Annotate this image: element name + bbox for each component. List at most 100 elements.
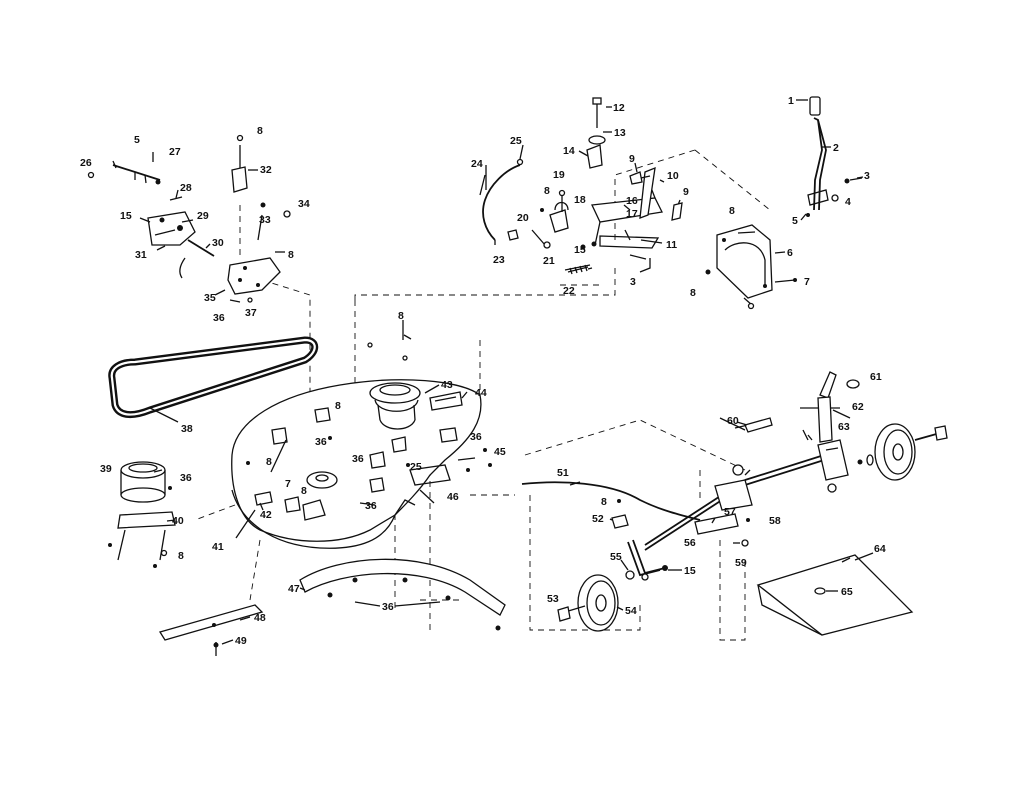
callout-26: 26 [80, 157, 92, 169]
cable-and-small-parts [479, 158, 586, 250]
callout-11: 11 [666, 239, 677, 251]
callout-8-deck-top: 8 [398, 310, 404, 322]
callout-63: 63 [838, 421, 850, 433]
callout-21: 21 [543, 255, 555, 267]
callout-55: 55 [610, 551, 622, 563]
callout-10: 10 [667, 170, 679, 182]
callout-8-mid: 8 [544, 185, 550, 197]
callout-25-deck: 25 [410, 461, 422, 473]
idler-bracket-assembly [87, 134, 291, 303]
callout-35: 35 [204, 292, 216, 304]
callout-64: 64 [874, 543, 886, 555]
height-adjust-assembly [521, 407, 841, 581]
callout-5-right: 5 [792, 215, 798, 227]
rear-plate-assembly [705, 224, 797, 310]
callout-12: 12 [613, 102, 625, 114]
callout-8-axle: 8 [601, 496, 607, 508]
callout-42: 42 [260, 509, 272, 521]
callout-44: 44 [475, 387, 487, 399]
height-lever-62 [817, 371, 860, 443]
callout-8-topleft: 8 [257, 125, 263, 137]
callout-4: 4 [845, 196, 851, 208]
callout-36-baffle: 36 [382, 601, 394, 613]
callout-8-deck-a: 8 [335, 400, 341, 412]
callout-8-deck-c: 8 [301, 485, 307, 497]
callout-60: 60 [727, 415, 739, 427]
callout-27: 27 [169, 146, 181, 158]
callout-labels: 1 2 3 4 5 6 7 8 8 12 13 14 9 10 9 25 24 … [80, 95, 886, 647]
callout-3-mid: 3 [630, 276, 636, 288]
drive-belt [108, 336, 319, 419]
callout-7: 7 [804, 276, 810, 288]
blade-pulley-assembly [108, 461, 176, 568]
blade-48 [158, 604, 264, 656]
callout-19: 19 [553, 169, 565, 181]
callout-61: 61 [870, 371, 882, 383]
callout-56: 56 [684, 537, 696, 549]
callout-47: 47 [288, 583, 300, 595]
callout-7-deck: 7 [285, 478, 291, 490]
callout-24: 24 [471, 158, 483, 170]
callout-43: 43 [441, 379, 453, 391]
callout-58: 58 [769, 515, 781, 527]
callout-59: 59 [735, 557, 747, 569]
callout-28: 28 [180, 182, 192, 194]
handle-assembly [806, 96, 863, 217]
callout-53: 53 [547, 593, 559, 605]
callout-36-c: 36 [352, 453, 364, 465]
callout-65: 65 [841, 586, 853, 598]
callout-49: 49 [235, 635, 247, 647]
callout-31: 31 [135, 249, 147, 261]
callout-5-left: 5 [134, 134, 140, 146]
callout-30: 30 [212, 237, 224, 249]
callout-29: 29 [197, 210, 209, 222]
callout-8-deck-b: 8 [266, 456, 272, 468]
callout-1-top: 1 [788, 95, 794, 107]
discharge-chute [756, 554, 914, 636]
callout-8-pulley: 8 [178, 550, 184, 562]
callout-34: 34 [298, 198, 310, 210]
callout-8-plate-top: 8 [729, 205, 735, 217]
callout-6: 6 [787, 247, 793, 259]
callout-14: 14 [563, 145, 575, 157]
callout-33: 33 [259, 214, 271, 226]
callout-39: 39 [100, 463, 112, 475]
callout-32: 32 [260, 164, 272, 176]
callout-36-pulley: 36 [180, 472, 192, 484]
callout-8-plate-bottom: 8 [690, 287, 696, 299]
callout-15-mid: 15 [574, 244, 586, 256]
callout-17: 17 [626, 208, 638, 220]
callout-23: 23 [493, 254, 505, 266]
callout-16: 16 [626, 195, 638, 207]
callout-38-belt: 38 [181, 423, 193, 435]
callout-46: 46 [447, 491, 459, 503]
front-wheel [557, 574, 619, 632]
callout-41: 41 [212, 541, 224, 553]
mower-deck [231, 320, 492, 549]
bracket-63 [817, 439, 849, 493]
callout-25: 25 [510, 135, 522, 147]
rear-wheel [857, 423, 948, 481]
callout-62: 62 [852, 401, 864, 413]
callout-54: 54 [625, 605, 637, 617]
leader-lines [149, 99, 874, 645]
callout-2: 2 [833, 142, 839, 154]
callout-36-d: 36 [365, 500, 377, 512]
callout-9-b: 9 [683, 186, 689, 198]
callout-8-bracket: 8 [288, 249, 294, 261]
callout-13: 13 [614, 127, 626, 139]
callout-36-b: 36 [470, 431, 482, 443]
callout-15-left: 15 [120, 210, 132, 222]
callout-45: 45 [494, 446, 506, 458]
callout-37: 37 [245, 307, 257, 319]
callout-15-wheel: 15 [684, 565, 696, 577]
callout-51: 51 [557, 467, 569, 479]
callout-40: 40 [172, 515, 184, 527]
callout-18: 18 [574, 194, 586, 206]
callout-36-a: 36 [315, 436, 327, 448]
callout-3-right: 3 [864, 170, 870, 182]
callout-20: 20 [517, 212, 529, 224]
callout-9-a: 9 [629, 153, 635, 165]
